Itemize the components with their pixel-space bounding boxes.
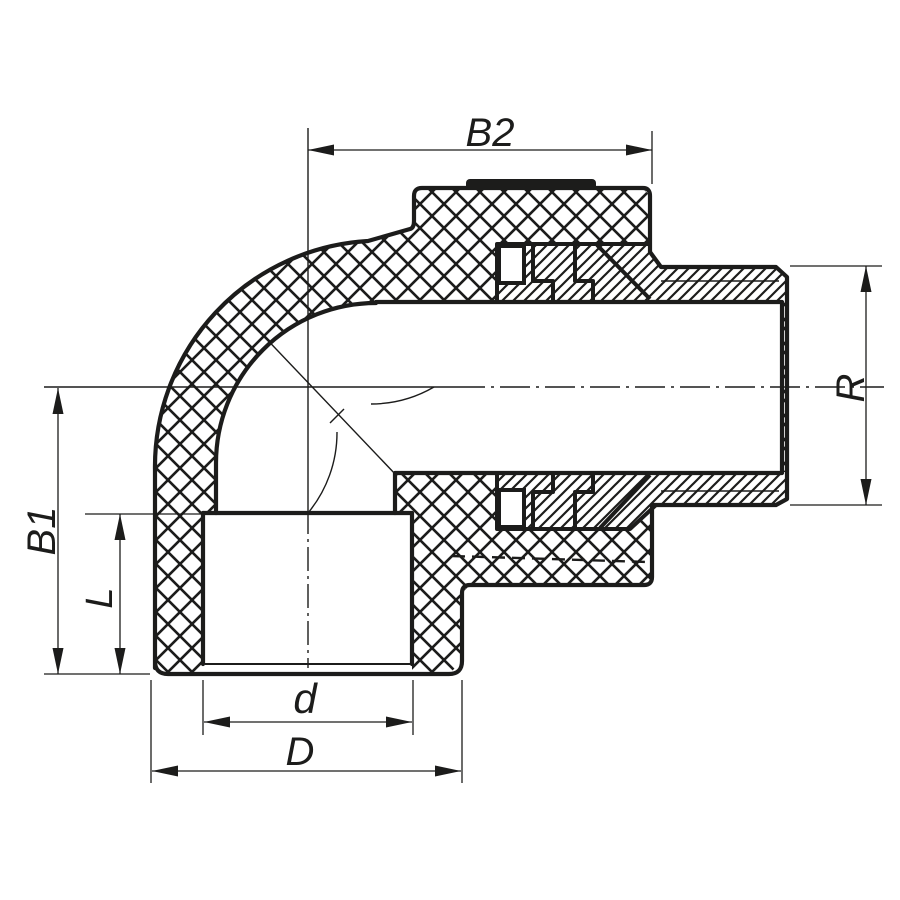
d-arrow-left xyxy=(204,716,230,728)
dimension-d-inner: d xyxy=(202,675,414,735)
socket-walls xyxy=(200,510,415,667)
D-arrow-left xyxy=(152,765,178,777)
d-inner-label: d xyxy=(293,675,318,722)
insert-bottom-outline xyxy=(495,472,658,531)
l-label: L xyxy=(79,587,121,608)
insert-hidden-edge xyxy=(451,554,649,564)
b1-label: B1 xyxy=(20,507,64,556)
d-outer-label: D xyxy=(286,730,315,774)
b2-arrow-left xyxy=(308,144,334,156)
insert-top-hatch xyxy=(497,244,787,300)
insert-top-outline xyxy=(495,242,652,301)
elbow-body xyxy=(154,188,787,674)
dimension-d-outer: D xyxy=(150,680,463,783)
dimension-b2: B2 xyxy=(308,111,653,184)
dimension-r: R xyxy=(790,265,882,506)
miter-tick xyxy=(329,408,345,424)
metal-insert xyxy=(451,242,787,564)
outer-outline xyxy=(152,185,790,677)
bend-axis-arc-upper xyxy=(370,386,435,405)
r-label: R xyxy=(829,374,873,403)
bore-outline xyxy=(373,299,785,516)
r-arrow-top xyxy=(860,266,872,292)
body-crosshatch xyxy=(154,188,787,674)
bend-axis-arc-lower xyxy=(307,431,338,514)
d-arrow-right xyxy=(386,716,412,728)
hex-top-band xyxy=(466,179,596,190)
insert-groove-bottom xyxy=(497,488,526,529)
l-arrow-bottom xyxy=(114,648,126,674)
thread-root-lines xyxy=(661,280,779,492)
dimension-b1: B1 xyxy=(20,388,150,675)
b1-arrow-bottom xyxy=(52,648,64,674)
l-arrow-top xyxy=(114,514,126,540)
D-arrow-right xyxy=(435,765,461,777)
inner-arc xyxy=(213,300,379,516)
insert-bottom-hatch xyxy=(497,472,787,529)
r-arrow-bottom xyxy=(860,479,872,505)
b1-arrow-top xyxy=(52,388,64,414)
dimension-l: L xyxy=(79,513,213,674)
b2-arrow-right xyxy=(626,144,652,156)
centerlines xyxy=(44,128,884,668)
insert-groove-top xyxy=(497,244,526,285)
miter-line xyxy=(256,328,398,477)
b2-label: B2 xyxy=(466,111,515,155)
